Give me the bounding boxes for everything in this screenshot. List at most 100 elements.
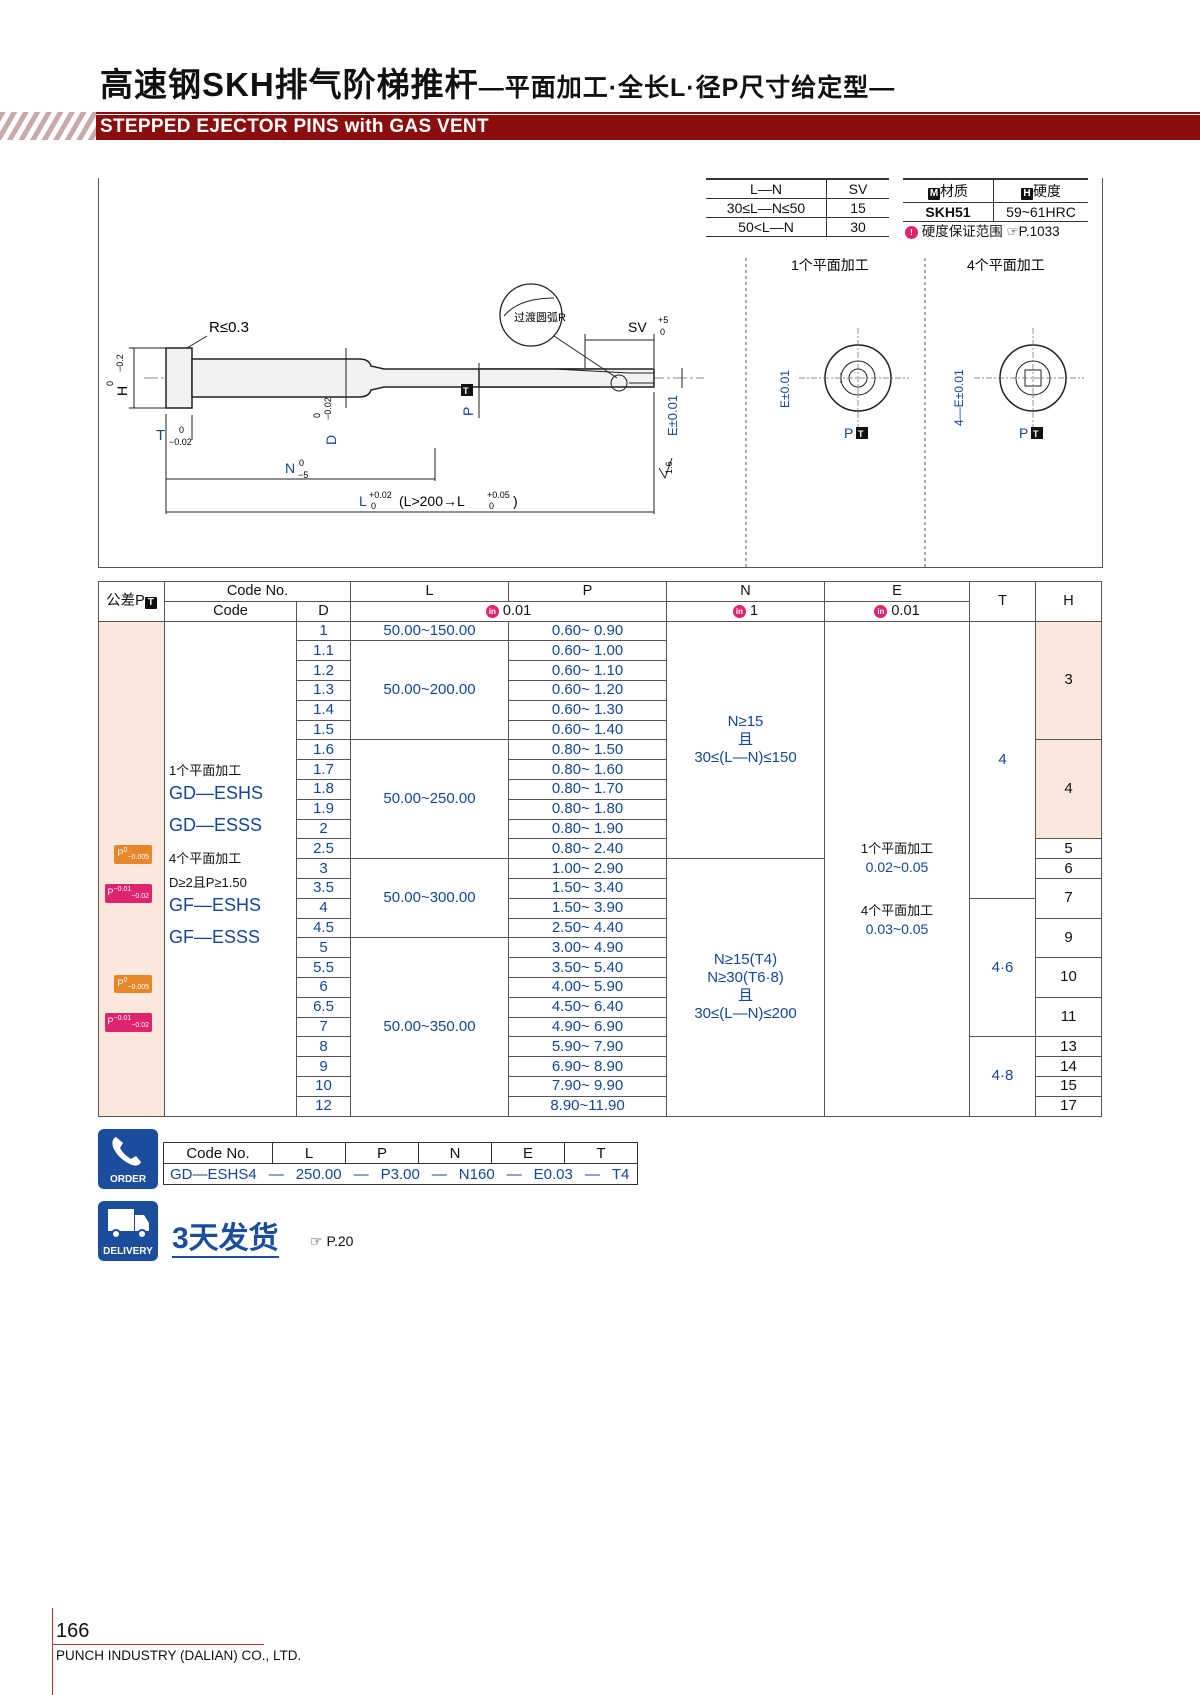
badge-prefix: P: [117, 847, 124, 858]
roughness-icon: [658, 457, 673, 480]
h-cell: 17: [1035, 1095, 1103, 1117]
p-label: P: [460, 407, 476, 416]
order-header-cell: L: [272, 1142, 346, 1164]
lp-unit: in 0.01: [350, 600, 668, 622]
l-cell: 50.00~200.00: [350, 640, 510, 741]
e-label: E±0.01: [665, 395, 680, 436]
vent-line: [553, 368, 630, 374]
badge-prefix: P: [107, 1016, 114, 1027]
tolerance-badge: P0−0.005: [114, 974, 152, 994]
h-symbol-icon: H: [1021, 188, 1033, 200]
p-cell: 1.50~ 3.90: [508, 897, 668, 919]
order-header-cell: E: [491, 1142, 565, 1164]
badge-tol-bot: −0.02: [131, 1022, 149, 1030]
t-mark-icon: [461, 384, 473, 396]
hardness-label: 硬度: [1033, 183, 1061, 199]
increment-icon: in: [732, 604, 746, 618]
sv-head-ln: L—N: [706, 178, 827, 199]
l-label: L: [359, 493, 367, 509]
table-row: 1.2 0.60~ 1.10: [99, 660, 1102, 681]
t-cell: 4: [969, 620, 1037, 899]
l-tol2-top: +0.05: [487, 490, 510, 500]
t-mark-text: T: [1033, 429, 1039, 439]
english-title: STEPPED EJECTOR PINS with GAS VENT: [100, 116, 489, 137]
sv-cell: 30: [826, 217, 889, 237]
h-cell: 11: [1035, 996, 1103, 1038]
order-value: —: [268, 1165, 284, 1183]
p-cell: 0.60~ 1.10: [508, 660, 668, 681]
tolerance-badge: P0−0.005: [114, 844, 152, 864]
p-cell: 4.90~ 6.90: [508, 1016, 668, 1038]
order-header-cell: T: [564, 1142, 638, 1164]
badge-tol-top: 0: [123, 976, 128, 984]
d-cell: 4.5: [295, 917, 352, 939]
title-sub: —平面加工·全长L·径P尺寸给定型—: [478, 74, 896, 102]
l-tol-top: +0.02: [369, 490, 392, 500]
hardness-note-text: 硬度保证范围: [921, 224, 1003, 239]
d-cell: 1: [295, 620, 352, 642]
t-mark-icon: T: [144, 597, 157, 610]
delivery-icon-label: DELIVERY: [103, 1246, 153, 1257]
view2-p-label: P: [1019, 425, 1028, 441]
order-value: T4: [611, 1165, 630, 1183]
view1-e-label: E±0.01: [778, 370, 792, 408]
hardness-value: 59~61HRC: [993, 202, 1088, 222]
l-close: ): [513, 493, 518, 509]
d-cell: 3.5: [295, 877, 352, 899]
p-cell: 0.80~ 1.70: [508, 778, 668, 800]
l-cell: 50.00~350.00: [350, 937, 510, 1117]
e-unit-value: 0.01: [891, 603, 920, 620]
h-cell: 15: [1035, 1075, 1103, 1097]
p-cell: 0.80~ 1.60: [508, 759, 668, 780]
order-value: —: [506, 1165, 522, 1183]
p-cell: 0.80~ 1.50: [508, 739, 668, 761]
order-value: E0.03: [533, 1165, 573, 1183]
p-cell: 0.60~ 1.20: [508, 679, 668, 701]
order-header-cell: N: [418, 1142, 492, 1164]
r-leader: [186, 335, 208, 349]
table-row: 1.8 0.80~ 1.70: [99, 778, 1102, 800]
code-gd-eshs: GD—ESHS: [169, 782, 264, 803]
sv-cell: 30≤L—N≤50: [706, 198, 827, 218]
detail-arc: [503, 297, 555, 317]
company-name: PUNCH INDUSTRY (DALIAN) CO., LTD.: [56, 1648, 302, 1663]
view2-title: 4个平面加工: [967, 257, 1045, 273]
delivery-ref[interactable]: ☞ P.20: [310, 1233, 353, 1250]
d-cell: 9: [295, 1056, 352, 1077]
d-cell: 1.7: [295, 759, 352, 780]
sv-tol-top: +5: [658, 315, 668, 325]
d-cell: 1.1: [295, 640, 352, 662]
banner-topline: [96, 112, 1200, 114]
d-cell: 1.6: [295, 739, 352, 761]
p-cell: 2.50~ 4.40: [508, 917, 668, 939]
e-header: E: [824, 581, 971, 602]
d-cell: 1.2: [295, 660, 352, 681]
p-cell: 5.90~ 7.90: [508, 1036, 668, 1058]
detail-circle-small: [610, 374, 628, 392]
code-no-header: Code No.: [163, 581, 352, 602]
hardness-note-ref[interactable]: P.1033: [1018, 224, 1060, 239]
t-mark-icon: [1031, 427, 1043, 439]
english-banner: STEPPED EJECTOR PINS with GAS VENT: [0, 112, 1200, 140]
d-cell: 1.8: [295, 778, 352, 800]
e-range: 0.03~0.05: [865, 920, 929, 937]
h-label: H: [114, 386, 130, 396]
hand-pointer-icon: ☞: [1006, 224, 1019, 239]
n-cond: N≥15: [727, 712, 764, 730]
t-tol-bot: −0.02: [169, 437, 192, 447]
order-value-row: GD—ESHS4—250.00—P3.00—N160—E0.03—T4: [163, 1163, 638, 1185]
t-mark-text: T: [463, 386, 469, 396]
n-cond: 且: [738, 730, 754, 748]
increment-icon: in: [874, 604, 888, 618]
